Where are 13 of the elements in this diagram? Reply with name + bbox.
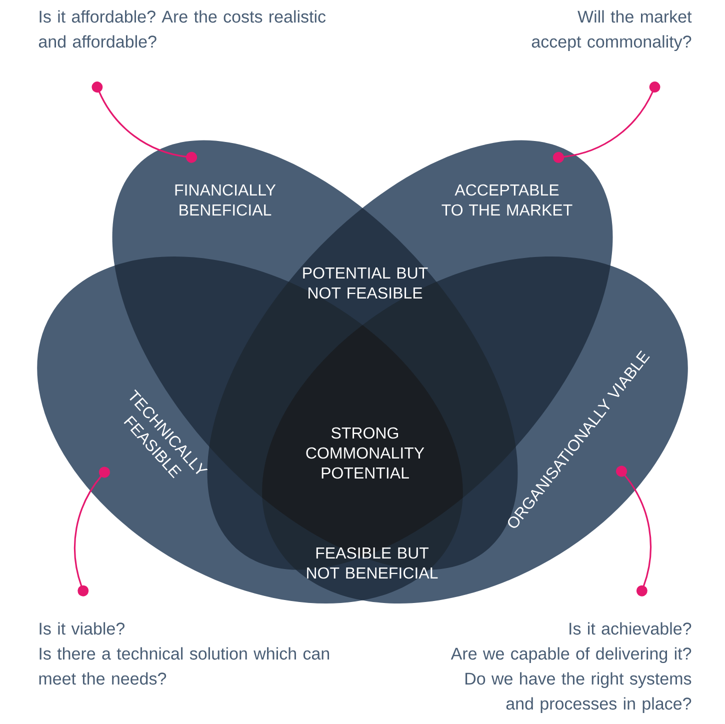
question-text: Is it affordable? Are the costs realistic and affordable? (38, 10, 326, 48)
region-label: FEASIBLE BUT NOT BENEFICIAL (307, 547, 438, 579)
leader-line (552, 82, 660, 163)
petal-label: ACCEPTABLE TO THE MARKET (442, 184, 572, 216)
question-text: Is it achievable? Are we capable of delivering it? Do we have the right systems and processes in place? (450, 622, 692, 714)
region-label: STRONG COMMONALITY POTENTIAL (306, 427, 424, 479)
petal-label: FINANCIALLY BENEFICIAL (175, 184, 276, 216)
question-text: Will the market accept commonality? (532, 10, 692, 52)
question-text: Is it viable? Is there a technical solution which can meet the needs? (39, 622, 330, 685)
region-label: POTENTIAL BUT NOT FEASIBLE (303, 267, 428, 299)
leader-line (74, 466, 110, 596)
leader-line (92, 82, 198, 163)
leader-line (616, 466, 652, 596)
